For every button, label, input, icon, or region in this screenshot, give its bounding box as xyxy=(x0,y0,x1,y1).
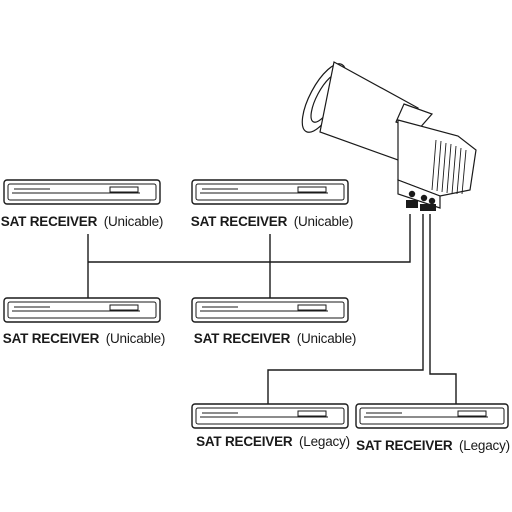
receiver-type: (Unicable) xyxy=(104,214,164,229)
receiver-name: SAT RECEIVER xyxy=(3,331,100,346)
legacy-cable-2 xyxy=(429,214,457,404)
cable-wiring xyxy=(87,214,457,404)
receiver-icon xyxy=(191,179,349,205)
receiver-unicable-2: SAT RECEIVER (Unicable) xyxy=(191,179,353,229)
receiver-name: SAT RECEIVER xyxy=(356,438,453,453)
receiver-unicable-1: SAT RECEIVER (Unicable) xyxy=(1,179,163,229)
receiver-icon xyxy=(355,403,509,429)
lnb-icon xyxy=(301,61,477,211)
legacy-cable-1 xyxy=(267,214,424,404)
receiver-unicable-3: SAT RECEIVER (Unicable) xyxy=(3,297,165,346)
svg-text:SAT RECEIVER (Unicable): SAT RECEIVER (Unicable) xyxy=(1,214,163,229)
receiver-icon xyxy=(3,179,161,205)
svg-text:SAT RECEIVER (Unicable): SAT RECEIVER (Unicable) xyxy=(194,331,356,346)
receiver-name: SAT RECEIVER xyxy=(194,331,291,346)
receiver-name: SAT RECEIVER xyxy=(191,214,288,229)
receiver-icon xyxy=(191,297,349,323)
svg-text:SAT RECEIVER (Legacy): SAT RECEIVER (Legacy) xyxy=(356,438,510,453)
receiver-icon xyxy=(3,297,161,323)
receiver-name: SAT RECEIVER xyxy=(1,214,98,229)
receiver-legacy-2: SAT RECEIVER (Legacy) xyxy=(355,403,510,453)
receiver-type: (Legacy) xyxy=(299,434,350,449)
svg-text:SAT RECEIVER (Legacy): SAT RECEIVER (Legacy) xyxy=(196,434,350,449)
svg-text:SAT RECEIVER (Unicable): SAT RECEIVER (Unicable) xyxy=(191,214,353,229)
receiver-icon xyxy=(191,403,349,429)
receiver-type: (Legacy) xyxy=(459,438,510,453)
receiver-name: SAT RECEIVER xyxy=(196,434,293,449)
receiver-unicable-4: SAT RECEIVER (Unicable) xyxy=(191,297,356,346)
receiver-type: (Unicable) xyxy=(297,331,357,346)
receiver-type: (Unicable) xyxy=(106,331,166,346)
unicable-trunk-cable xyxy=(88,214,411,263)
receiver-type: (Unicable) xyxy=(294,214,354,229)
receiver-legacy-1: SAT RECEIVER (Legacy) xyxy=(191,403,350,449)
svg-text:SAT RECEIVER (Unicable): SAT RECEIVER (Unicable) xyxy=(3,331,165,346)
